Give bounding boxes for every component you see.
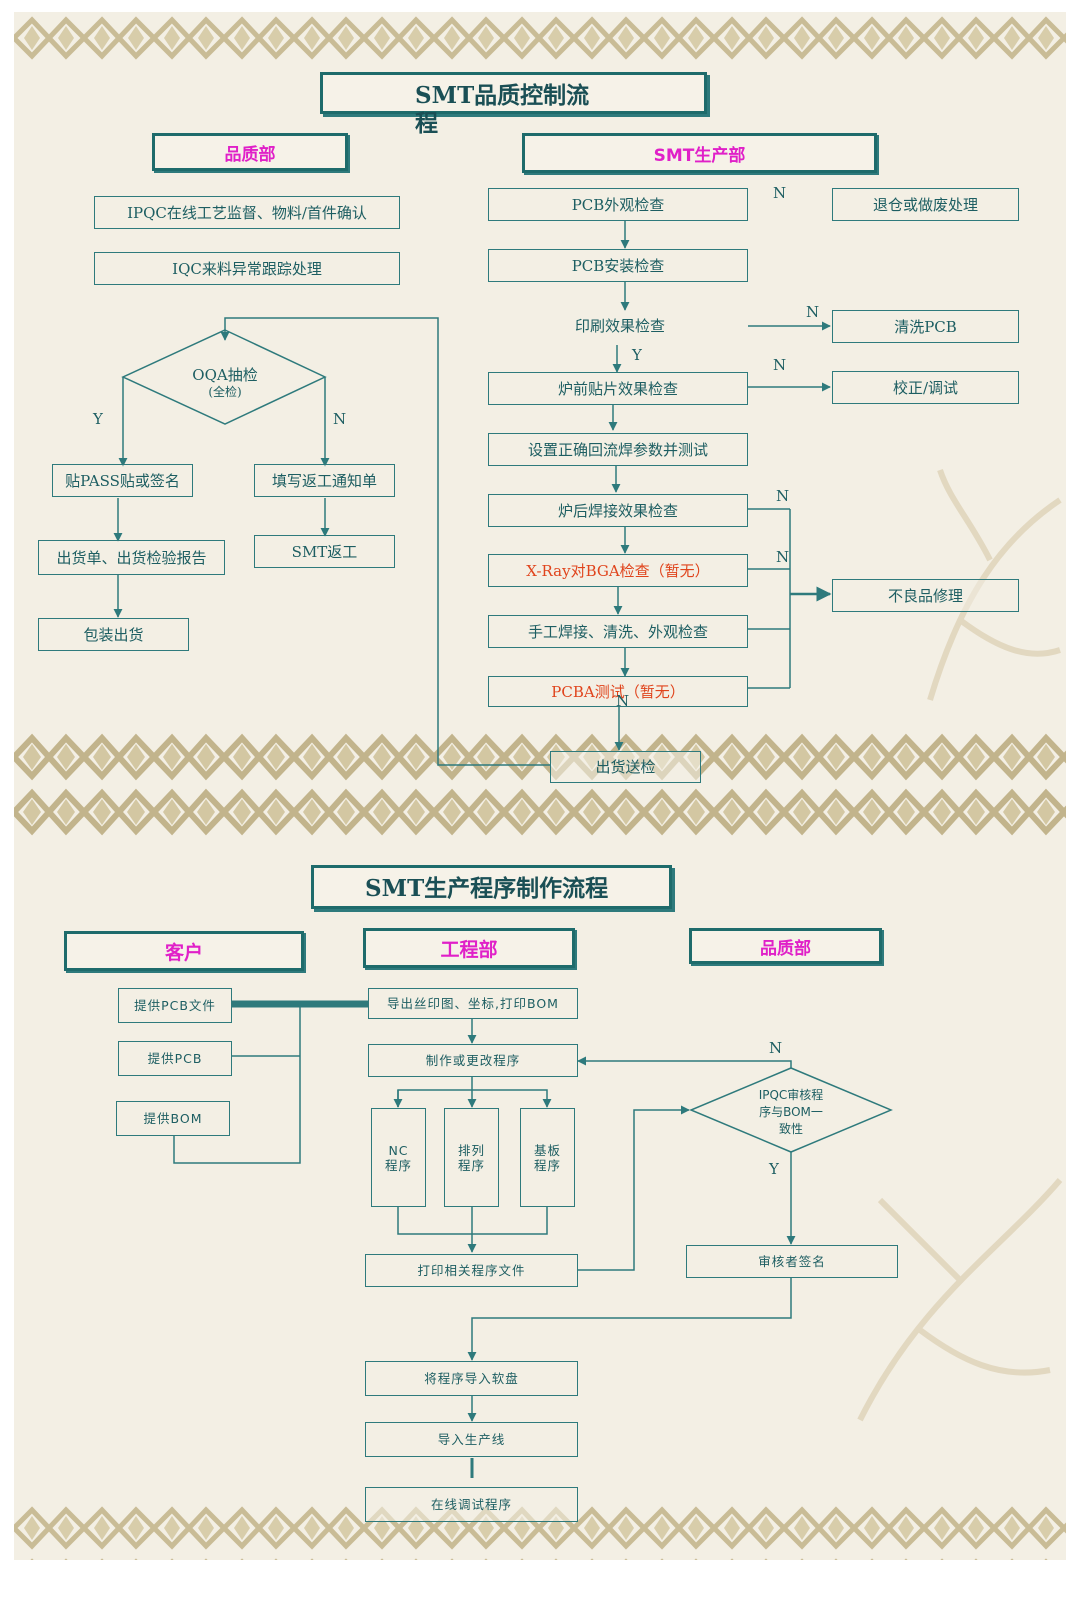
slide2-title: SMT生产程序制作流程 [365, 875, 609, 902]
defect-repair-box: 不良品修理 [832, 579, 1019, 612]
pass-sign-box: 贴PASS贴或签名 [52, 464, 193, 497]
provide-pcb-file-box: 提供PCB文件 [118, 988, 232, 1023]
manual-weld-box: 手工焊接、清洗、外观检查 [488, 615, 748, 648]
print-check-label: 印刷效果检查 [574, 317, 665, 335]
ipqc-review-diamond-label: IPQC审核程 序与BOM一 致性 [731, 1087, 851, 1138]
pack-ship-box: 包装出货 [38, 618, 189, 651]
oqa-diamond-label: OQA抽检 (全检) [160, 366, 290, 400]
arrange-program-box: 排列 程序 [444, 1108, 499, 1207]
post-oven-box: 炉后焊接效果检查 [488, 494, 748, 527]
nc-program-line1: NC [388, 1142, 409, 1158]
nc-program-box: NC 程序 [371, 1108, 426, 1207]
xray-no-label: N [776, 548, 790, 566]
arrange-program-line1: 排列 [457, 1142, 485, 1158]
board-program-line1: 基板 [533, 1142, 561, 1158]
ipqc-review-line3: 致性 [778, 1122, 803, 1136]
print-files-box: 打印相关程序文件 [365, 1254, 578, 1287]
board-program-box: 基板 程序 [520, 1108, 575, 1207]
import-disk-box: 将程序导入软盘 [365, 1361, 578, 1396]
quality-dept-header: 品质部 [152, 133, 348, 171]
ipqc-review-line1: IPQC审核程 [758, 1088, 824, 1102]
iqc-box: IQC来料异常跟踪处理 [94, 252, 400, 285]
ipqc-review-no-label: N [769, 1039, 783, 1057]
rework-notice-box: 填写返工通知单 [254, 464, 395, 497]
ipqc-review-yes-label: Y [769, 1160, 779, 1178]
nc-program-line2: 程序 [384, 1157, 412, 1173]
arrange-program-line2: 程序 [457, 1157, 485, 1173]
pre-oven-no-label: N [773, 356, 787, 374]
return-scrap-box: 退仓或做废处理 [832, 188, 1019, 221]
provide-pcb-box: 提供PCB [118, 1041, 232, 1076]
slide1-title-box [320, 72, 707, 114]
print-check-no-label: N [806, 303, 820, 321]
pcba-test-box: PCBA测试（暂无） [488, 676, 748, 707]
import-line-box: 导入生产线 [365, 1422, 578, 1457]
provide-bom-box: 提供BOM [116, 1101, 230, 1136]
ipqc-review-line2: 序与BOM一 [759, 1105, 823, 1119]
oqa-sub-label: (全检) [208, 384, 242, 399]
online-debug-box: 在线调试程序 [365, 1487, 578, 1522]
post-oven-no-label: N [776, 487, 790, 505]
customer-header: 客户 [64, 931, 304, 971]
top-border-pattern [14, 12, 1066, 64]
print-check-yes-label: Y [632, 346, 642, 364]
oqa-no-label: N [333, 410, 347, 428]
quality-dept-header-2: 品质部 [689, 928, 882, 964]
export-box: 导出丝印图、坐标,打印BOM [368, 988, 578, 1019]
slide2-title-box [311, 865, 672, 909]
calibrate-box: 校正/调试 [832, 371, 1019, 404]
ipqc-box: IPQC在线工艺监督、物料/首件确认 [94, 196, 400, 229]
pcb-install-box: PCB安装检查 [488, 249, 748, 282]
ship-inspect-box: 出货送检 [550, 751, 701, 783]
xray-box: X-Ray对BGA检查（暂无） [488, 554, 748, 587]
oqa-label: OQA抽检 [192, 366, 258, 384]
shipping-report-box: 出货单、出货检验报告 [38, 540, 225, 575]
reviewer-sign-box: 审核者签名 [686, 1245, 898, 1278]
oqa-yes-label: Y [93, 410, 103, 428]
board-program-line2: 程序 [533, 1157, 561, 1173]
pcb-appearance-no-label: N [773, 184, 787, 202]
pcba-test-no-label: N [616, 692, 630, 710]
smt-rework-box: SMT返工 [254, 535, 395, 568]
pcb-appearance-box: PCB外观检查 [488, 188, 748, 221]
clean-pcb-box: 清洗PCB [832, 310, 1019, 343]
slide1-title: SMT品质控制流程 [415, 82, 590, 137]
production-dept-header: SMT生产部 [522, 133, 877, 173]
make-program-box: 制作或更改程序 [368, 1044, 578, 1077]
reflow-params-box: 设置正确回流焊参数并测试 [488, 433, 748, 466]
engineering-header: 工程部 [363, 928, 575, 968]
pre-oven-box: 炉前贴片效果检查 [488, 372, 748, 405]
middle-border-pattern [14, 730, 1066, 840]
